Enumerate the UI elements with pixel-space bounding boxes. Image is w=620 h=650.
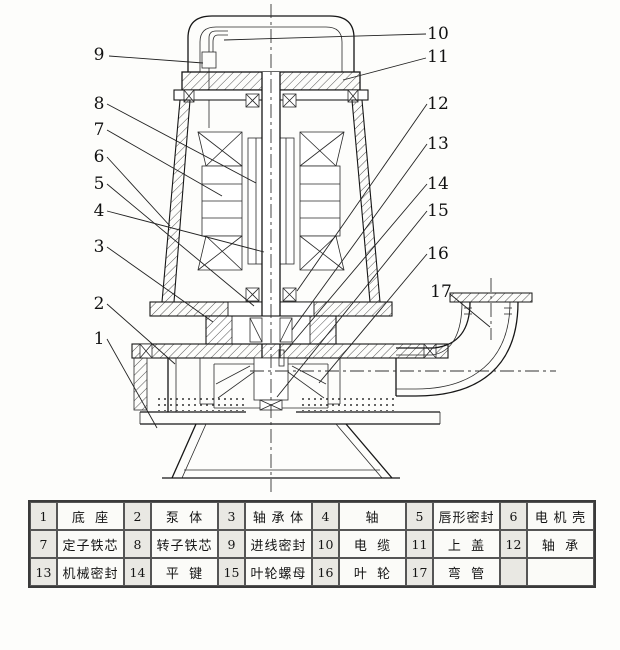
- part-number-cell: 8: [124, 530, 151, 558]
- part-number-cell: 12: [500, 530, 527, 558]
- part-name-cell: 轴 承 体: [245, 502, 312, 530]
- part-number-cell: 11: [406, 530, 433, 558]
- part-number-cell: 16: [312, 558, 339, 586]
- part-number-cell: 17: [406, 558, 433, 586]
- callout-13: 13: [427, 134, 449, 154]
- callout-9: 9: [94, 45, 105, 65]
- callout-16: 16: [427, 244, 449, 264]
- part-name-cell: 叶轮螺母: [245, 558, 312, 586]
- callout-3: 3: [94, 237, 105, 257]
- part-number-cell: 14: [124, 558, 151, 586]
- part-number-cell: 2: [124, 502, 151, 530]
- callout-6: 6: [94, 147, 105, 167]
- part-name-cell: 泵 体: [151, 502, 218, 530]
- callout-4: 4: [94, 201, 105, 221]
- part-number-cell: 1: [30, 502, 57, 530]
- part-number-cell: [500, 558, 527, 586]
- callout-8: 8: [94, 94, 105, 114]
- pump-cross-section-diagram: 9 8 7 6 5 4 3 2 1 10 11 12 13 14 15 16 1…: [94, 4, 556, 492]
- part-name-cell: 底 座: [57, 502, 124, 530]
- callout-2: 2: [94, 294, 105, 314]
- base: [162, 423, 400, 479]
- leader-lines: [106, 33, 491, 429]
- part-name-cell: 进线密封: [245, 530, 312, 558]
- callout-14: 14: [427, 174, 449, 194]
- part-name-cell: 转子铁芯: [151, 530, 218, 558]
- bearing-lower: [245, 287, 297, 302]
- callout-11: 11: [427, 47, 449, 67]
- callout-7: 7: [94, 120, 105, 140]
- callout-5: 5: [94, 174, 105, 194]
- part-number-cell: 5: [406, 502, 433, 530]
- part-name-cell: [527, 558, 594, 586]
- part-number-cell: 10: [312, 530, 339, 558]
- flat-key: [278, 349, 285, 367]
- part-name-cell: 定子铁芯: [57, 530, 124, 558]
- part-number-cell: 4: [312, 502, 339, 530]
- part-name-cell: 电 缆: [339, 530, 406, 558]
- part-name-cell: 弯 管: [433, 558, 500, 586]
- callout-10: 10: [427, 24, 449, 44]
- callout-17: 17: [430, 282, 452, 302]
- part-name-cell: 轴 承: [527, 530, 594, 558]
- part-name-cell: 电 机 壳: [527, 502, 594, 530]
- bottom-plate: [139, 411, 441, 425]
- callout-15: 15: [427, 201, 449, 221]
- callout-12: 12: [427, 94, 449, 114]
- part-name-cell: 叶 轮: [339, 558, 406, 586]
- part-number-cell: 9: [218, 530, 245, 558]
- part-name-cell: 机械密封: [57, 558, 124, 586]
- part-name-cell: 轴: [339, 502, 406, 530]
- suction-strainer: [156, 397, 394, 411]
- part-number-cell: 6: [500, 502, 527, 530]
- part-number-cell: 7: [30, 530, 57, 558]
- part-number-cell: 15: [218, 558, 245, 586]
- callout-1: 1: [94, 329, 105, 349]
- callout-labels: 9 8 7 6 5 4 3 2 1 10 11 12 13 14 15 16 1…: [94, 24, 452, 349]
- part-name-cell: 唇形密封: [433, 502, 500, 530]
- centerlines: [250, 4, 556, 492]
- part-number-cell: 3: [218, 502, 245, 530]
- part-name-cell: 平 键: [151, 558, 218, 586]
- part-name-cell: 上 盖: [433, 530, 500, 558]
- bearing-upper: [245, 93, 297, 108]
- stator-core: [197, 131, 345, 271]
- part-number-cell: 13: [30, 558, 57, 586]
